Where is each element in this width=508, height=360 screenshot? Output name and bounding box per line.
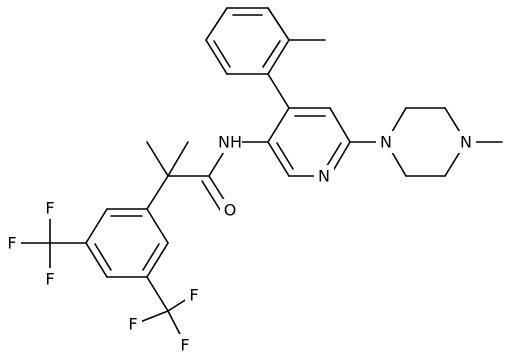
piperazine-n4-label: N [460,133,472,152]
bond [146,276,169,312]
cf3-left [15,209,87,277]
nh-label: NH [218,133,242,152]
atom-labels: NH N N N O F F F F F F [3,131,476,356]
bond [267,141,290,177]
bond [146,175,169,210]
double-bond [324,142,342,170]
bond [267,107,290,143]
double-bond [276,142,294,170]
cf3-left-f1-label: F [45,199,54,218]
bond [139,310,169,323]
aryl-ring [85,208,169,278]
cf3-left-f2-label: F [7,234,16,253]
pyridine-n-label: N [318,167,330,186]
piperazine-n1-label: N [380,133,392,152]
double-bond [262,40,281,68]
cf3-bottom-f1-label: F [189,286,198,305]
bond [205,39,228,75]
tolyl-ring [205,7,326,75]
piperazine-ring [349,107,503,177]
cf3-bottom [139,276,191,341]
bond [146,208,169,244]
methyl-bond [146,141,169,177]
bond [329,107,351,143]
amide-linkage [146,141,269,214]
cf3-bottom-f3-label: F [180,336,189,355]
double-bond [213,40,231,68]
bond [205,7,228,41]
methyl-bond [167,141,189,177]
bond [85,208,108,244]
bond [267,39,290,75]
cf3-bottom-f2-label: F [128,315,137,334]
pyridine-ring [267,73,351,177]
bond [267,73,290,109]
bond [85,242,108,278]
carbonyl-o-label: O [224,201,237,220]
carbonyl-bond [201,180,223,214]
cf3-left-f3-label: F [45,270,54,289]
double-bond [94,243,112,271]
bond [267,7,290,41]
bond [146,242,169,278]
double-bond [142,243,160,271]
